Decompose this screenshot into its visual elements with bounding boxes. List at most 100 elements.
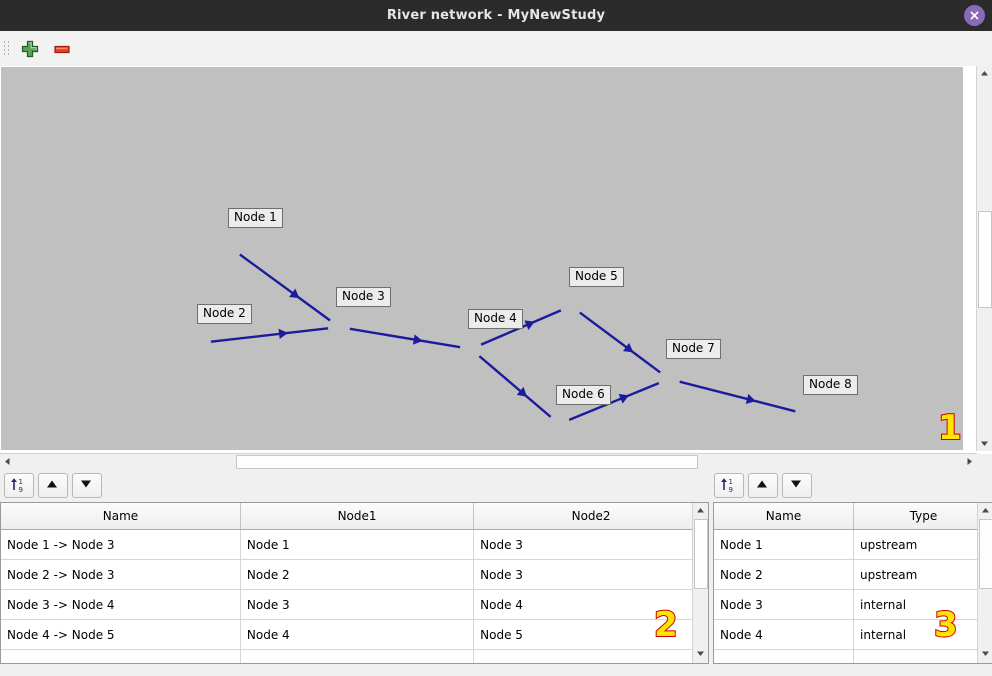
network-edges (210, 253, 796, 421)
nodes-move-up-icon[interactable] (748, 473, 778, 498)
scroll-right-icon[interactable] (962, 454, 977, 469)
cell-name[interactable]: Node 4 (714, 619, 854, 650)
graph-horizontal-scrollbar[interactable] (0, 453, 977, 469)
column-header-name[interactable]: Name (714, 503, 854, 530)
column-header-type[interactable]: Type (853, 503, 992, 530)
nodes-scroll-down-icon[interactable] (978, 646, 992, 661)
title-bar: River network - MyNewStudy (0, 0, 992, 31)
scroll-up-icon[interactable] (977, 66, 992, 81)
cell-name[interactable]: Node 3 -> Node 4 (1, 589, 241, 620)
add-plus-icon[interactable] (20, 39, 42, 59)
cell-type[interactable]: internal (853, 619, 992, 650)
cell-type[interactable]: upstream (853, 529, 992, 560)
edge-arrow-n4-n6 (516, 386, 527, 397)
cell-name[interactable]: Node 4 -> Node 5 (1, 619, 241, 650)
graph-node-label-node-1[interactable]: Node 1 (228, 208, 283, 228)
cell-node1[interactable]: Node 1 (240, 529, 475, 560)
scroll-down-icon[interactable] (977, 436, 992, 451)
cell-name[interactable]: Node 3 (714, 589, 854, 620)
cell-type[interactable]: internal (853, 589, 992, 620)
graph-node-label-node-4[interactable]: Node 4 (468, 309, 523, 329)
scroll-left-icon[interactable] (0, 454, 15, 469)
graph-node-label-node-5[interactable]: Node 5 (569, 267, 624, 287)
cell-name[interactable]: Node 2 -> Node 3 (1, 559, 241, 590)
scroll-thumb-horizontal[interactable] (236, 455, 698, 469)
nodes-table-row-empty[interactable] (714, 649, 992, 663)
network-graph-panel: Node 1 Node 2 Node 3 Node 4 Node 5 Node 6 Node… (0, 66, 992, 469)
edge-n2-n3[interactable] (210, 327, 329, 343)
cell-node2[interactable]: Node 5 (473, 619, 708, 650)
reaches-table-row-empty[interactable] (1, 649, 708, 663)
cell-node1[interactable]: Node 3 (240, 589, 475, 620)
reaches-sort-icon[interactable]: 1 9 (4, 473, 34, 498)
reaches-scroll-down-icon[interactable] (693, 646, 708, 661)
cell-empty[interactable] (714, 649, 854, 663)
cell-node2[interactable]: Node 3 (473, 559, 708, 590)
nodes-move-down-icon[interactable] (782, 473, 812, 498)
graph-node-label-node-6[interactable]: Node 6 (556, 385, 611, 405)
edge-arrow-n4-n5 (524, 320, 535, 330)
main-toolbar (0, 31, 992, 67)
cell-empty[interactable] (853, 649, 992, 663)
svg-text:9: 9 (729, 486, 733, 494)
network-graph-canvas[interactable]: Node 1 Node 2 Node 3 Node 4 Node 5 Node 6 Node… (1, 67, 963, 450)
cell-empty[interactable] (473, 649, 708, 663)
reaches-scroll-up-icon[interactable] (693, 503, 708, 518)
reaches-move-down-icon[interactable] (72, 473, 102, 498)
cell-node2[interactable]: Node 4 (473, 589, 708, 620)
cell-name[interactable]: Node 2 (714, 559, 854, 590)
edge-arrow-n5-n7 (622, 342, 634, 353)
reaches-scroll-thumb[interactable] (694, 519, 708, 589)
graph-node-label-node-8[interactable]: Node 8 (803, 375, 858, 395)
nodes-vertical-scrollbar[interactable] (977, 503, 992, 663)
graph-vertical-scrollbar[interactable] (976, 66, 992, 451)
svg-text:1: 1 (729, 478, 733, 486)
delete-minus-icon[interactable] (52, 39, 74, 59)
edge-arrow-n7-n8 (745, 393, 756, 404)
toolbar-grip[interactable] (4, 41, 9, 57)
reaches-vertical-scrollbar[interactable] (692, 503, 708, 663)
reaches-move-up-icon[interactable] (38, 473, 68, 498)
cell-name[interactable]: Node 1 -> Node 3 (1, 529, 241, 560)
edge-n4-n6[interactable] (478, 355, 552, 418)
cell-node1[interactable]: Node 2 (240, 559, 475, 590)
cell-type[interactable]: upstream (853, 559, 992, 590)
scroll-thumb-vertical[interactable] (978, 211, 992, 308)
close-icon[interactable] (964, 5, 985, 26)
column-header-name[interactable]: Name (1, 503, 241, 530)
edge-n5-n7[interactable] (579, 311, 661, 374)
edge-n7-n8[interactable] (679, 380, 796, 413)
cell-empty[interactable] (1, 649, 241, 663)
svg-text:9: 9 (19, 486, 23, 494)
edge-n6-n7[interactable] (568, 382, 660, 421)
column-header-node2[interactable]: Node2 (473, 503, 708, 530)
edge-n3-n4[interactable] (349, 327, 461, 349)
column-header-node1[interactable]: Node1 (240, 503, 475, 530)
nodes-sort-icon[interactable]: 1 9 (714, 473, 744, 498)
cell-name[interactable]: Node 1 (714, 529, 854, 560)
edge-n1-n3[interactable] (239, 253, 331, 322)
cell-node2[interactable]: Node 3 (473, 529, 708, 560)
cell-empty[interactable] (240, 649, 475, 663)
cell-node1[interactable]: Node 4 (240, 619, 475, 650)
nodes-scroll-up-icon[interactable] (978, 503, 992, 518)
graph-node-label-node-3[interactable]: Node 3 (336, 287, 391, 307)
graph-node-label-node-2[interactable]: Node 2 (197, 304, 252, 324)
graph-node-label-node-7[interactable]: Node 7 (666, 339, 721, 359)
nodes-scroll-thumb[interactable] (979, 519, 992, 589)
